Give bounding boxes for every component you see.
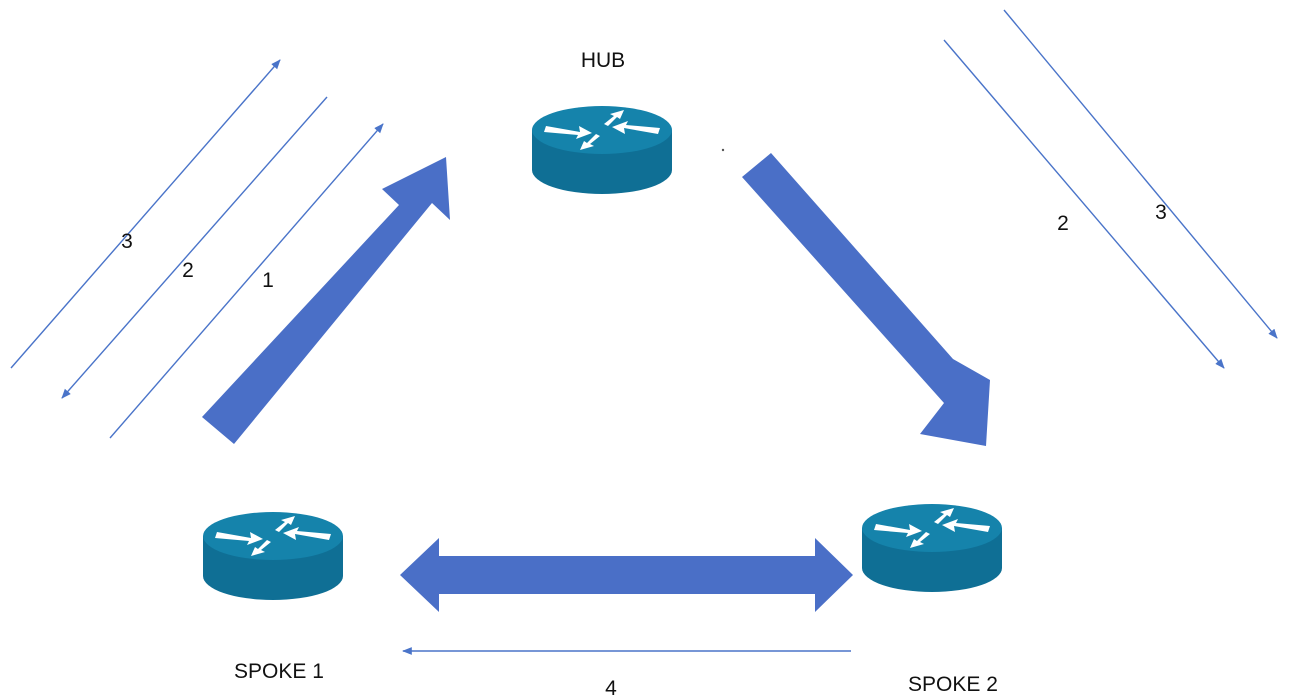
- hub-router-icon: [532, 106, 672, 194]
- spoke1-to-hub-arrow: [202, 157, 450, 444]
- step-label-left-1: 1: [262, 269, 274, 292]
- hub-label: HUB: [581, 49, 625, 72]
- spoke2-router-icon: [862, 504, 1002, 592]
- stray-dot: [721, 148, 725, 152]
- left-line-3: [10, 59, 281, 369]
- step-label-left-3: 3: [121, 230, 133, 253]
- spoke1-router-icon: [203, 512, 343, 600]
- spoke2-label: SPOKE 2: [908, 673, 998, 696]
- hub-to-spoke2-arrow: [742, 153, 990, 446]
- step-label-right-3: 3: [1155, 201, 1167, 224]
- step-label-left-2: 2: [182, 259, 194, 282]
- spoke1-label: SPOKE 1: [234, 660, 324, 683]
- left-line-1: [109, 123, 384, 439]
- left-line-2: [61, 96, 328, 399]
- step-label-bottom-4: 4: [605, 677, 617, 697]
- spoke1-spoke2-double-arrow: [400, 538, 853, 612]
- right-line-2: [943, 39, 1225, 369]
- right-line-3: [1003, 9, 1278, 339]
- step-label-right-2: 2: [1057, 212, 1069, 235]
